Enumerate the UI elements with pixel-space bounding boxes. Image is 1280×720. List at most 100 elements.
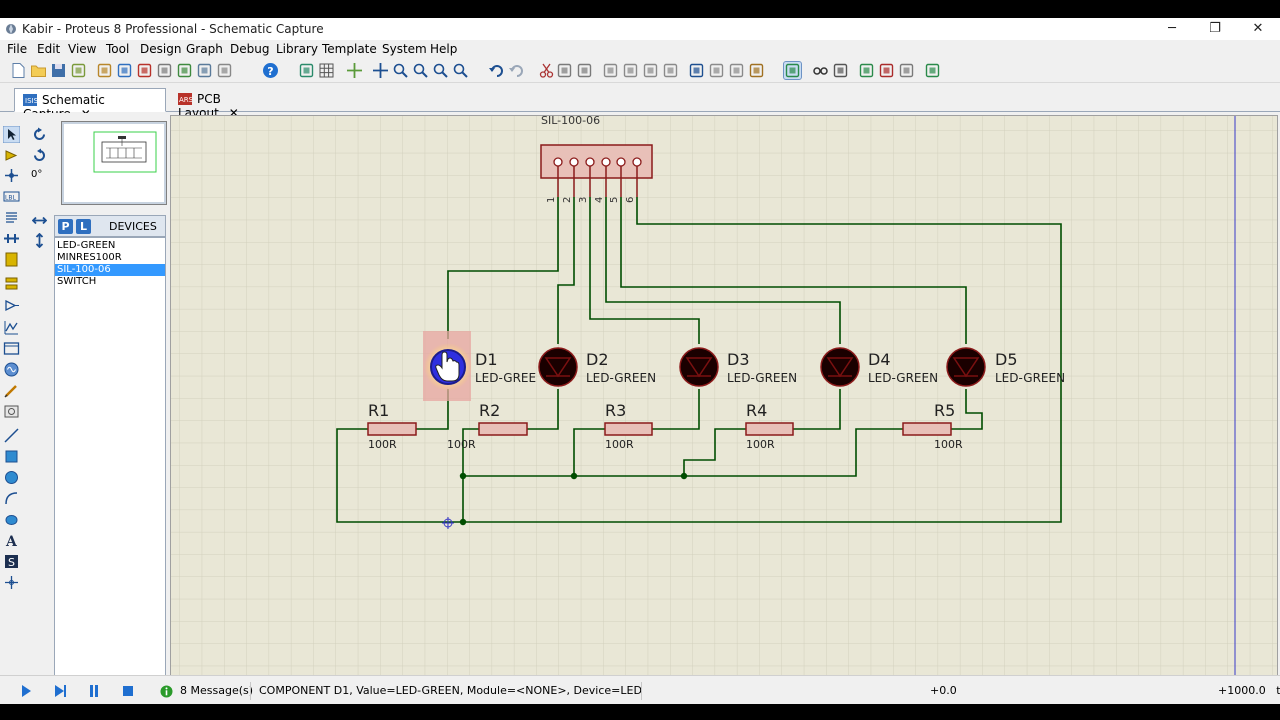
make-device-icon[interactable] bbox=[708, 62, 725, 79]
text-script-icon[interactable] bbox=[3, 209, 20, 226]
device-item-minres100r[interactable]: MINRES100R bbox=[57, 252, 122, 263]
minimize-button[interactable]: ─ bbox=[1168, 21, 1176, 36]
led-d5[interactable] bbox=[946, 347, 986, 387]
close-button[interactable]: ✕ bbox=[1252, 21, 1264, 36]
led-d2[interactable] bbox=[538, 347, 578, 387]
2d-arc-icon[interactable] bbox=[3, 490, 20, 507]
pause-icon[interactable] bbox=[86, 683, 102, 699]
zoom-all-icon[interactable] bbox=[432, 62, 449, 79]
property-assign-icon[interactable] bbox=[832, 62, 849, 79]
mirror-horizontal-icon[interactable] bbox=[32, 213, 47, 228]
2d-circle-icon[interactable] bbox=[3, 469, 20, 486]
copy-icon[interactable] bbox=[556, 62, 573, 79]
resistor-r1[interactable] bbox=[367, 422, 417, 436]
selection-mode-icon[interactable] bbox=[3, 126, 20, 143]
netlist-icon[interactable] bbox=[924, 62, 941, 79]
zoom-area-icon[interactable] bbox=[452, 62, 469, 79]
2d-path-icon[interactable] bbox=[3, 511, 20, 528]
graph-mode-icon[interactable] bbox=[3, 319, 20, 336]
menu-library[interactable]: Library bbox=[276, 42, 318, 56]
schematic-editing-window[interactable]: SIL-100-06 bbox=[170, 115, 1278, 691]
menu-design[interactable]: Design bbox=[140, 42, 182, 56]
menu-system[interactable]: System bbox=[382, 42, 427, 56]
2d-symbol-icon[interactable]: S bbox=[3, 553, 20, 570]
rotate-anticlockwise-icon[interactable] bbox=[32, 148, 47, 163]
restore-button[interactable]: ❐ bbox=[1209, 21, 1221, 36]
2d-text-icon[interactable]: A bbox=[3, 532, 20, 549]
library-manager-button[interactable]: L bbox=[76, 219, 91, 234]
2d-markers-icon[interactable] bbox=[3, 574, 20, 591]
connector-sil-100-06[interactable]: SIL-100-06 bbox=[540, 116, 653, 203]
messages-count[interactable]: 8 Message(s) bbox=[180, 684, 254, 697]
save-icon[interactable] bbox=[50, 62, 67, 79]
pick-device-icon[interactable] bbox=[688, 62, 705, 79]
resistor-r5[interactable] bbox=[902, 422, 952, 436]
bom-icon[interactable] bbox=[196, 62, 213, 79]
device-item-led-green[interactable]: LED-GREEN bbox=[57, 240, 116, 251]
rotate-clockwise-icon[interactable] bbox=[32, 127, 47, 142]
packaging-icon[interactable] bbox=[728, 62, 745, 79]
menu-view[interactable]: View bbox=[68, 42, 97, 56]
new-file-icon[interactable] bbox=[10, 62, 27, 79]
zoom-in-icon[interactable] bbox=[392, 62, 409, 79]
menu-tool[interactable]: Tool bbox=[106, 42, 130, 56]
grid-icon[interactable] bbox=[318, 62, 335, 79]
schematic-icon[interactable] bbox=[116, 62, 133, 79]
schematic-canvas[interactable]: SIL-100-06 bbox=[171, 116, 1277, 690]
new-sheet-icon[interactable] bbox=[858, 62, 875, 79]
menu-template[interactable]: Template bbox=[322, 42, 377, 56]
origin-icon[interactable] bbox=[346, 62, 363, 79]
led-d1[interactable] bbox=[423, 331, 472, 401]
pick-devices-button[interactable]: P bbox=[58, 219, 73, 234]
undo-icon[interactable] bbox=[488, 62, 505, 79]
open-folder-icon[interactable] bbox=[30, 62, 47, 79]
device-item-switch[interactable]: SWITCH bbox=[57, 276, 97, 287]
led-d4[interactable] bbox=[820, 347, 860, 387]
wire-autorouter-icon[interactable] bbox=[783, 61, 802, 80]
zoom-out-icon[interactable] bbox=[412, 62, 429, 79]
design-explorer-icon[interactable] bbox=[216, 62, 233, 79]
stop-icon[interactable] bbox=[120, 683, 136, 699]
redo-icon[interactable] bbox=[508, 62, 525, 79]
junction-dot-icon[interactable] bbox=[3, 167, 20, 184]
component-mode-icon[interactable] bbox=[3, 147, 20, 164]
pan-icon[interactable] bbox=[372, 62, 389, 79]
menu-file[interactable]: File bbox=[7, 42, 28, 56]
help-icon[interactable]: ? bbox=[262, 62, 279, 79]
goto-sheet-icon[interactable] bbox=[898, 62, 915, 79]
generator-mode-icon[interactable] bbox=[3, 361, 20, 378]
step-icon[interactable] bbox=[52, 683, 68, 699]
menu-graph[interactable]: Graph bbox=[186, 42, 223, 56]
rotation-angle[interactable]: 0° bbox=[31, 169, 43, 180]
paste-icon[interactable] bbox=[576, 62, 593, 79]
overview-window[interactable] bbox=[61, 121, 167, 205]
buses-icon[interactable] bbox=[3, 230, 20, 247]
mirror-vertical-icon[interactable] bbox=[32, 233, 47, 248]
pcb-icon[interactable] bbox=[136, 62, 153, 79]
block-move-icon[interactable] bbox=[622, 62, 639, 79]
resistor-r3[interactable] bbox=[604, 422, 653, 436]
block-copy-icon[interactable] bbox=[602, 62, 619, 79]
virtual-instruments-icon[interactable] bbox=[3, 403, 20, 420]
search-icon[interactable] bbox=[812, 62, 829, 79]
led-d3[interactable] bbox=[679, 347, 719, 387]
menu-help[interactable]: Help bbox=[430, 42, 458, 56]
menu-edit[interactable]: Edit bbox=[37, 42, 61, 56]
resistor-r4[interactable] bbox=[745, 422, 794, 436]
decompose-icon[interactable] bbox=[748, 62, 765, 79]
tape-recorder-icon[interactable] bbox=[3, 340, 20, 357]
tab-pcb-close-icon[interactable]: ✕ bbox=[228, 106, 239, 120]
refresh-icon[interactable] bbox=[298, 62, 315, 79]
device-pins-icon[interactable] bbox=[3, 297, 20, 314]
gerber-icon[interactable] bbox=[156, 62, 173, 79]
device-item-sil-100-06[interactable]: SIL-100-06 bbox=[55, 264, 165, 276]
block-rotate-icon[interactable] bbox=[642, 62, 659, 79]
remove-sheet-icon[interactable] bbox=[878, 62, 895, 79]
play-icon[interactable] bbox=[18, 683, 34, 699]
wire-label-icon[interactable]: LBL bbox=[3, 188, 20, 205]
3d-icon[interactable] bbox=[176, 62, 193, 79]
menu-debug[interactable]: Debug bbox=[230, 42, 270, 56]
resistor-r2[interactable] bbox=[478, 422, 528, 436]
